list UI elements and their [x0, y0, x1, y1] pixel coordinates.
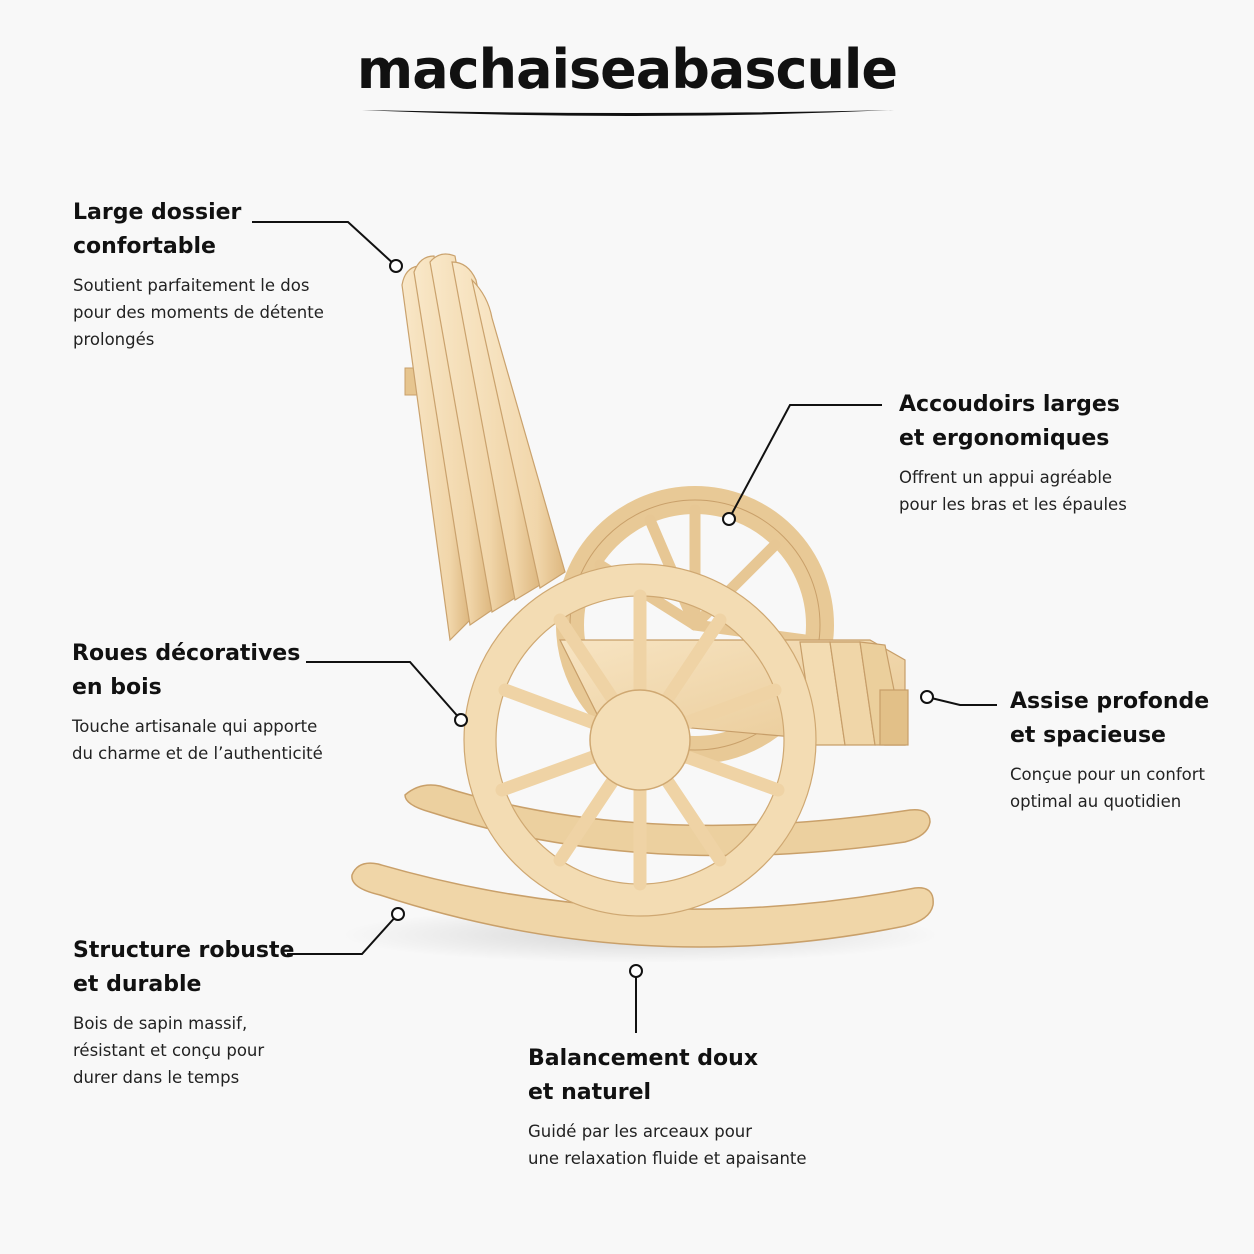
feature-seat-desc: Conçue pour un confort optimal au quotid… [1010, 761, 1209, 815]
feature-backrest: Large dossier confortable Soutient parfa… [73, 196, 324, 353]
feature-seat: Assise profonde et spacieuse Conçue pour… [1010, 685, 1209, 815]
feature-wheels-title: Roues décoratives en bois [72, 637, 323, 705]
front-wheel [463, 563, 817, 917]
callout-dot-structure [391, 907, 405, 921]
title-line: Balancement doux [528, 1046, 759, 1071]
title-line: confortable [73, 234, 216, 259]
brand-title: machaiseabascule [356, 38, 898, 101]
callout-lines [252, 221, 997, 1033]
desc-line: Bois de sapin massif, [73, 1014, 248, 1033]
desc-line: Soutient parfaitement le dos [73, 276, 310, 295]
backrest-slats [401, 253, 566, 642]
title-line: et spacieuse [1010, 723, 1166, 748]
desc-line: durer dans le temps [73, 1068, 240, 1087]
brand-underline [362, 110, 894, 116]
callout-dot-rocking [629, 964, 643, 978]
title-line: Structure robuste [73, 938, 295, 963]
feature-armrests-title: Accoudoirs larges et ergonomiques [899, 388, 1127, 456]
title-line: Large dossier [73, 200, 242, 225]
callout-dot-wheel [454, 713, 468, 727]
title-line: Roues décoratives [72, 641, 301, 666]
feature-rocking-title: Balancement doux et naturel [528, 1042, 807, 1110]
feature-structure-desc: Bois de sapin massif, résistant et conçu… [73, 1010, 294, 1091]
feature-backrest-title: Large dossier confortable [73, 196, 324, 264]
feature-rocking-desc: Guidé par les arceaux pour une relaxatio… [528, 1118, 807, 1172]
desc-line: une relaxation fluide et apaisante [528, 1149, 807, 1168]
desc-line: prolongés [73, 330, 155, 349]
title-line: Assise profonde [1010, 689, 1210, 714]
desc-line: optimal au quotidien [1010, 792, 1182, 811]
desc-line: Guidé par les arceaux pour [528, 1122, 753, 1141]
feature-structure-title: Structure robuste et durable [73, 934, 294, 1002]
desc-line: résistant et conçu pour [73, 1041, 265, 1060]
desc-line: Offrent un appui agréable [899, 468, 1113, 487]
desc-line: pour des moments de détente [73, 303, 324, 322]
callout-dot-backrest [389, 259, 403, 273]
title-line: et ergonomiques [899, 426, 1110, 451]
callout-dot-armrest [722, 512, 736, 526]
desc-line: pour les bras et les épaules [899, 495, 1127, 514]
desc-line: Touche artisanale qui apporte [72, 717, 318, 736]
feature-rocking: Balancement doux et naturel Guidé par le… [528, 1042, 807, 1172]
front-rocker [351, 862, 934, 948]
desc-line: du charme et de l’authenticité [72, 744, 323, 763]
title-line: et naturel [528, 1080, 652, 1105]
feature-seat-title: Assise profonde et spacieuse [1010, 685, 1209, 753]
feature-armrests: Accoudoirs larges et ergonomiques Offren… [899, 388, 1127, 518]
title-line: et durable [73, 972, 202, 997]
wheel-hub [589, 689, 691, 791]
feature-wheels-desc: Touche artisanale qui apporte du charme … [72, 713, 323, 767]
feature-armrests-desc: Offrent un appui agréable pour les bras … [899, 464, 1127, 518]
desc-line: Conçue pour un confort [1010, 765, 1205, 784]
title-line: en bois [72, 675, 162, 700]
feature-backrest-desc: Soutient parfaitement le dos pour des mo… [73, 272, 324, 353]
callout-dots [389, 259, 934, 978]
title-line: Accoudoirs larges [899, 392, 1120, 417]
callout-dot-seat [920, 690, 934, 704]
feature-structure: Structure robuste et durable Bois de sap… [73, 934, 294, 1091]
feature-wheels: Roues décoratives en bois Touche artisan… [72, 637, 323, 767]
